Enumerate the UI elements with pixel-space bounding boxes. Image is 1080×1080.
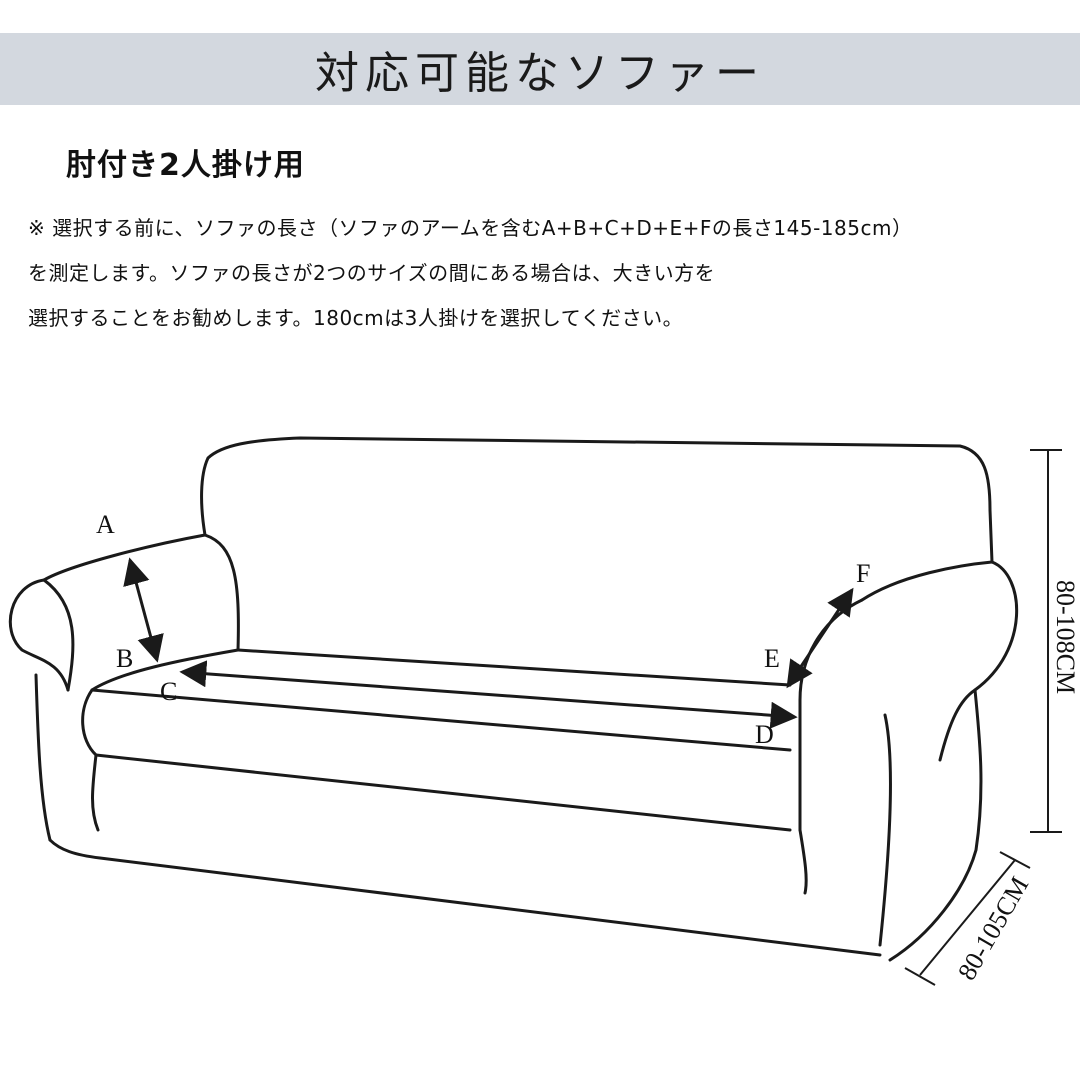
arrow-a-b <box>123 557 164 663</box>
label-b: B <box>116 644 133 673</box>
note-line-2: を測定します。ソファの長さが2つのサイズの間にある場合は、大きい方を <box>28 261 716 285</box>
sofa-right-arm <box>860 560 1018 762</box>
subtitle: 肘付き2人掛け用 <box>66 148 305 183</box>
label-e: E <box>764 644 780 673</box>
depth-dimension-label: 80-105CM <box>952 872 1034 985</box>
sofa-base <box>91 753 100 832</box>
page-title: 対応可能なソファー <box>315 48 765 99</box>
height-dimension-label: 80-108CM <box>1051 580 1080 694</box>
sofa-backrest <box>200 436 994 564</box>
label-c: C <box>160 677 177 706</box>
note-line-1: ※ 選択する前に、ソファの長さ（ソファのアームを含むA+B+C+D+E+Fの長さ… <box>28 216 913 240</box>
arrow-e-f <box>786 587 854 689</box>
label-d: D <box>755 720 774 749</box>
sofa-left-arm <box>42 533 240 652</box>
label-f: F <box>856 559 870 588</box>
note-line-3: 選択することをお勧めします。180cmは3人掛けを選択してください。 <box>28 306 684 330</box>
arrow-c-d <box>179 660 798 729</box>
title-banner: 対応可能なソファー <box>0 33 1080 105</box>
sofa-seat <box>236 648 792 687</box>
label-a: A <box>96 510 115 539</box>
